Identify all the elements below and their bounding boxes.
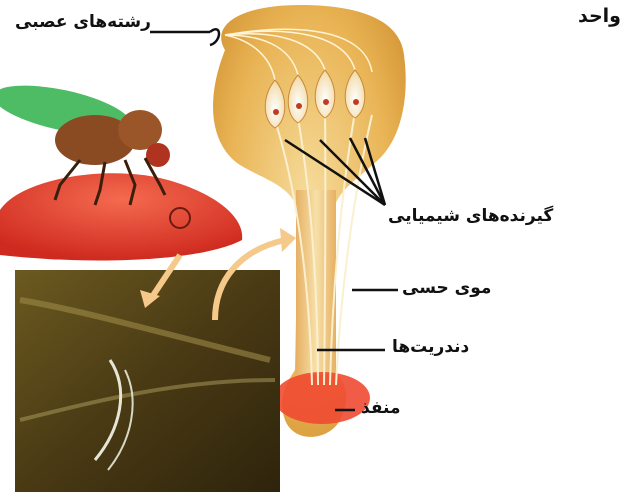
label-nerve-fibers: رشته‌های عصبی — [15, 12, 151, 32]
corner-text: واحد — [578, 5, 621, 27]
pore-area — [274, 372, 370, 424]
arrow-head — [280, 228, 296, 252]
food-dome — [0, 173, 242, 260]
label-pore: منفذ — [361, 398, 401, 418]
label-dendrites: دندریت‌ها — [392, 337, 469, 357]
label-chemoreceptors: گیرنده‌های شیمیایی — [388, 206, 553, 226]
label-sensory-hair: موی حسی — [402, 278, 491, 298]
